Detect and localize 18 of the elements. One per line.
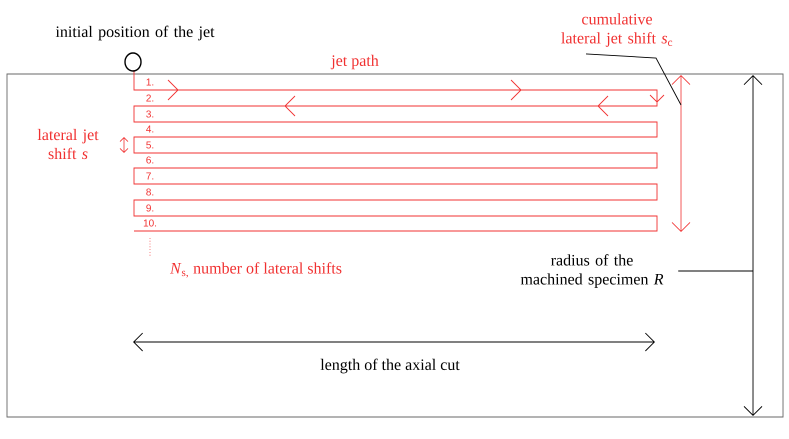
- count-label: N$_{s,}$ number of lateral shifts: [170, 262, 342, 278]
- leader-line: [678, 270, 754, 272]
- jet-path-label: jet path: [330, 54, 379, 70]
- annotation-text: initial position of the jet: [56, 26, 214, 40]
- dimension-label: length of the axial cut: [320, 358, 460, 374]
- line-number: 2.: [146, 94, 154, 102]
- line-number: 9.: [146, 204, 154, 212]
- line-number: 7.: [146, 172, 154, 180]
- line-number: 4.: [146, 126, 154, 132]
- line-number: 8.: [146, 188, 154, 196]
- shift-label: lateral jet shift s: [38, 128, 99, 160]
- annotation-text: radius of the machined specimen R: [520, 254, 664, 288]
- line-number: 6.: [146, 156, 154, 164]
- annotation-text: cumulative lateral jet shift s$_{c}$: [561, 13, 672, 47]
- line-number: 5.: [146, 142, 154, 148]
- line-number: 10.: [144, 219, 156, 227]
- line-number: 3.: [146, 110, 154, 118]
- line-number: 1.: [146, 78, 154, 86]
